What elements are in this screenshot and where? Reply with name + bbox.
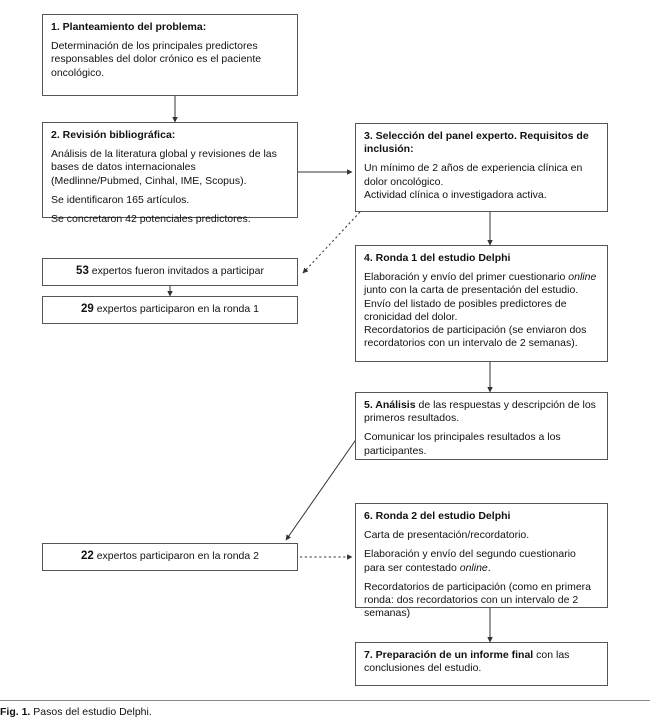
node-round1-participants[interactable]: 29 expertos participaron en la ronda 1 [42,296,298,324]
node-step7-title: 7. Preparación de un informe final con l… [364,649,599,675]
node-step6-body-1: Carta de presentación/recordatorio. [364,529,530,542]
node-step3-body-1: Un mínimo de 2 años de experiencia clíni… [364,162,583,188]
node-step6[interactable]: 6. Ronda 2 del estudio Delphi Carta de p… [355,503,608,619]
node-invited-experts[interactable]: 53 expertos fueron invitados a participa… [42,258,298,286]
node-step4[interactable]: 4. Ronda 1 del estudio Delphi Elaboració… [355,245,608,362]
figure-caption-text: Pasos del estudio Delphi. [33,706,152,718]
node-step4-body-1-em: online [568,271,597,284]
node-step4-body-2: Envío del listado de posibles predictore… [364,297,567,323]
figure-caption: Fig. 1. Pasos del estudio Delphi. [0,706,650,718]
node-step4-body-1-pre: Elaboración y envío del primer cuestiona… [364,271,569,284]
node-step6-body-2-pre: Elaboración y envío del segundo cuestion… [364,548,576,574]
node-step6-body-3: Recordatorios de participación (como en … [364,580,592,620]
invited-label: expertos fueron invitados a participar [88,265,264,278]
node-step5-title: 5. Análisis de las respuestas y descripc… [364,399,599,425]
node-step2-title: 2. Revisión bibliográfica: [51,129,176,141]
node-step1-title: 1. Planteamiento del problema: [51,21,207,33]
connector-step3-to-invited [302,211,361,274]
node-step2-body-2: Se identificaron 165 artículos. [51,193,190,206]
node-step7[interactable]: 7. Preparación de un informe final con l… [355,642,608,686]
round2-label: expertos participaron en la ronda 2 [93,550,259,563]
node-step2-body-1: Análisis de la literatura global y revis… [51,148,277,187]
node-step6-body-2: Elaboración y envío del segundo cuestion… [364,548,599,574]
node-round2-participants[interactable]: 22 expertos participaron en la ronda 2 [42,543,298,571]
node-step5-title-rest: de las respuestas y descripción de los p… [364,399,596,425]
invited-count: 53 [76,265,89,278]
node-step4-body-3: Recordatorios de participación (se envia… [364,324,587,350]
caption-divider [0,700,650,701]
round1-label: expertos participaron en la ronda 1 [93,303,259,316]
node-step5[interactable]: 5. Análisis de las respuestas y descripc… [355,392,608,460]
node-step3-title: 3. Selección del panel experto. Requisit… [364,130,589,156]
node-step5-title-num: 5. Análisis [364,399,416,411]
node-step4-body-1-post: junto con la carta de presentación del e… [364,284,579,297]
node-step3[interactable]: 3. Selección del panel experto. Requisit… [355,123,608,212]
node-step3-body-2: Actividad clínica o investigadora activa… [364,188,547,201]
node-step6-body-2-em: online [459,561,488,574]
round2-count: 22 [81,550,94,563]
node-step1[interactable]: 1. Planteamiento del problema: Determina… [42,14,298,96]
node-step4-title: 4. Ronda 1 del estudio Delphi [364,252,511,264]
node-step1-body: Determinación de los principales predict… [51,40,262,79]
node-step4-body-1: Elaboración y envío del primer cuestiona… [364,271,599,297]
node-step7-title-rest: con las conclusiones del estudio. [364,649,570,675]
connector-step5-to-round2 [285,427,365,541]
round1-count: 29 [81,303,94,316]
node-step2[interactable]: 2. Revisión bibliográfica: Análisis de l… [42,122,298,225]
figure-caption-label: Fig. 1. [0,706,31,718]
node-step7-title-bold: 7. Preparación de un informe final [364,649,534,661]
node-step6-title: 6. Ronda 2 del estudio Delphi [364,510,511,522]
node-step5-body: Comunicar los principales resultados a l… [364,431,561,457]
node-step6-body-2-post: . [487,561,491,574]
node-step2-body-3: Se concretaron 42 potenciales predictore… [51,213,251,226]
